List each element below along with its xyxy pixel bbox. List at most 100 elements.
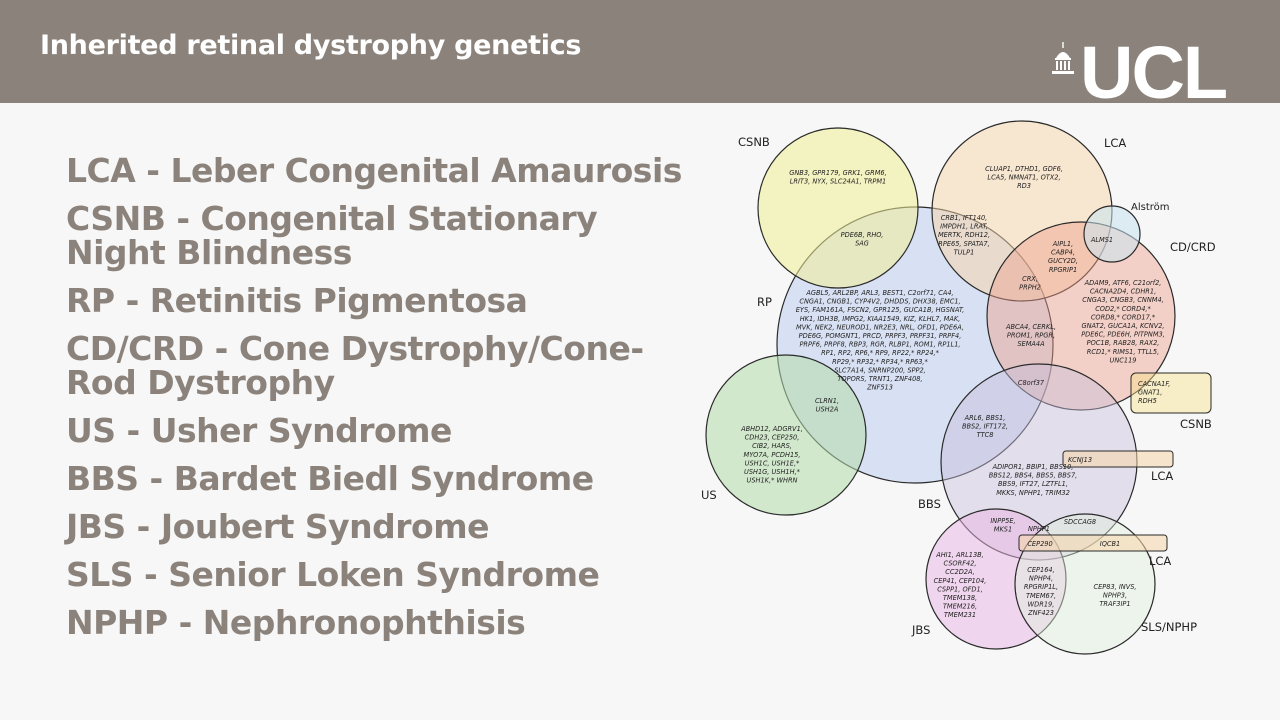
gene-line: IMPDH1, LRAT, [940,223,988,231]
gene-line: CACNA1F, [1138,380,1170,388]
gene-line: GNAT2, GUCA1A, KCNV2, [1081,322,1164,330]
gene-line: CNGA3, CNGB3, CNNM4, [1082,296,1164,304]
gene-line: ADIPOR1, BBIP1, BBS10, [992,463,1074,471]
gene-line: PROM1, RPGR, [1007,332,1055,340]
label-alstrom: Alström [1131,202,1170,213]
gene-line: CABP4, [1051,249,1075,257]
page-title: Inherited retinal dystrophy genetics [40,30,582,61]
abbreviation-item: BBS - Bardet Biedl Syndrome [66,459,594,498]
gene-line: AHI1, ARL13B, [935,551,984,559]
gene-line: TMEM138, [943,594,977,602]
gene-line: HK1, IDH3B, IMPG2, KIAA1549, KIZ, KLHL7,… [800,315,961,323]
circle-us [705,354,867,516]
genes-bbs-jbs: INPP5E,MKS1 [990,517,1015,534]
gene-line: AIPL1, [1052,240,1073,248]
box-csnb [1130,372,1212,414]
label-rp: RP [757,295,772,309]
gene-line: PRPF6, PRPF8, RBP3, RGR, RLBP1, ROM1, RP… [799,341,960,349]
gene-line: WDR19, [1028,600,1055,608]
gene-line: ABHD12, ADGRV1, [740,425,803,433]
gene-line: CLRN1, [815,397,839,405]
gene-line: CSORF42, [944,560,977,568]
gene-line: NPHP4, [1029,575,1053,583]
gene-line: SEMA4A [1017,340,1045,348]
gene-line: BBS12, BBS4, BBS5, BBS7, [989,472,1078,480]
gene-line: CACNA2D4, CDHR1, [1090,288,1156,296]
gene-line: TTC8 [977,431,994,439]
gene-line: NPHP3, [1103,592,1127,600]
gene-line: MKS1 [994,526,1012,534]
genes-csnb-rp: PDE6B, RHO,SAG [841,231,884,248]
circle-csnb [757,127,919,289]
genes-rp-bbs: ARL6, BBS1,BBS2, IFT172,TTC8 [962,414,1008,439]
genes-lca-only: CLUAP1, DTHD1, GDF6,LCA5, NMNAT1, OTX2,R… [985,165,1063,190]
gene-line: LRIT3, NYX, SLC24A1, TRPM1 [790,178,887,186]
gene-line: PDE6G, POMGNT1, PRCD, PRPF3, PRPF31, PRP… [799,332,962,340]
gene-line: BBS9, IFT27, LZTFL1, [998,480,1068,488]
genes-us-only: ABHD12, ADGRV1,CDH23, CEP250,CIB2, HARS,… [740,425,803,485]
circle-cdcrd [986,221,1176,411]
ucl-logo: UCL [1052,36,1228,110]
genes-csnb-only: GNB3, GPR179, GRK1, GRM6,LRIT3, NYX, SLC… [789,169,886,186]
gene-line: CRB1, IFT140, [941,214,988,222]
gene-line: ARL6, BBS1, [964,414,1006,422]
gene-line: CRX, [1022,275,1038,283]
abbreviation-list: LCA - Leber Congenital Amaurosis CSNB - … [66,154,706,654]
gene-line: TMEM216, [943,603,977,611]
abbreviation-item: CSNB - Congenital Stationary Night Blind… [66,199,598,272]
gene-line: TMEM67, [1026,592,1056,600]
gene-line: TMEM231 [944,611,976,619]
gene-line: TOPORS, TRNT1, ZNF408, [837,375,922,383]
gene-line: LCA5, NMNAT1, OTX2, [987,174,1060,182]
gene-line: USH1G, USH1H,* [744,468,801,476]
gene-line: RP1, RP2, RP6,* RP9, RP22,* RP24,* [821,349,940,357]
gene-line: NPHP1 [1028,525,1050,533]
gene-line: C8orf37 [1018,379,1045,387]
gene-line: AGBL5, ARL2BP, ARL3, BEST1, C2orf71, CA4… [805,289,953,297]
gene-line: CEP83, INVS, [1094,583,1137,591]
genes-rp-cd: ABCA4, CERKL,PROM1, RPGR,SEMA4A [1005,323,1056,348]
gene-line: RPE65, SPATA7, [938,240,989,248]
gene-line: RCD1,* RIMS1, TTLL5, [1087,348,1159,356]
gene-line: GUCY2D, [1048,257,1078,265]
gene-line: CSPP1, OFD1, [937,585,983,593]
genes-sls-only: CEP83, INVS,NPHP3,TRAF3IP1 [1094,583,1137,608]
gene-line: UNC119 [1110,356,1137,364]
gene-line: RPGRIP1 [1049,266,1077,274]
gene-line: GNAT1, [1138,389,1162,397]
abbreviation-item: JBS - Joubert Syndrome [66,507,489,546]
genes-lca-sls: IQCB1 [1100,540,1120,548]
genes-bbs-sls: SDCCAG8 [1064,518,1096,526]
label-lca-box1: LCA [1151,469,1173,483]
gene-line: SLC7A14, SNRNP200, SPP2, [834,366,926,374]
genes-rp-only: AGBL5, ARL2BP, ARL3, BEST1, C2orf71, CA4… [796,289,964,392]
gene-line: RP29,* RP32,* RP34,* RP63,* [832,358,928,366]
gene-line: MYO7A, PCDH15, [744,451,801,459]
gene-line: KCNJ13 [1068,456,1092,464]
gene-line: SAG [855,240,869,248]
gene-line: USH1K,* WHRN [747,477,798,485]
gene-line: CEP290 [1027,540,1052,548]
gene-line: TRAF3IP1 [1099,600,1130,608]
abbreviation-item: CD/CRD - Cone Dystrophy/Cone-Rod Dystrop… [66,329,644,402]
genes-lca-rp-cd: CRX,PRPH2 [1019,275,1041,292]
box-lca-cep290 [1018,534,1168,552]
label-csnb-box: CSNB [1180,417,1212,431]
gene-line: CEP41, CEP104, [934,577,987,585]
gene-line: USH2A [816,406,839,414]
gene-line: PDE6C, PDE6H, PITPNM3, [1081,331,1165,339]
label-slsnphp: SLS/NPHP [1141,620,1197,634]
gene-line: SDCCAG8 [1064,518,1096,526]
gene-line: EYS, FAM161A, FSCN2, GPR125, GUCA1B, HGS… [796,306,964,314]
gene-line: CIB2, HARS, [752,442,792,450]
gene-line: CLUAP1, DTHD1, GDF6, [985,165,1063,173]
genes-lca-jbs-sls: CEP290 [1027,540,1052,548]
circle-alstrom [1083,205,1141,263]
genes-lca-bbs: KCNJ13 [1068,456,1092,464]
genes-cd-only: ADAM9, ATF6, C21orf2,CACNA2D4, CDHR1,CNG… [1081,279,1165,364]
gene-line: CNGA1, CNGB1, CYP4V2, DHDDS, DHX38, EMC1… [799,298,960,306]
gene-line: CDH23, CEP250, [745,434,800,442]
label-lca-box2: LCA [1149,554,1171,568]
label-us: US [701,488,717,502]
gene-line: PRPH2 [1019,284,1041,292]
